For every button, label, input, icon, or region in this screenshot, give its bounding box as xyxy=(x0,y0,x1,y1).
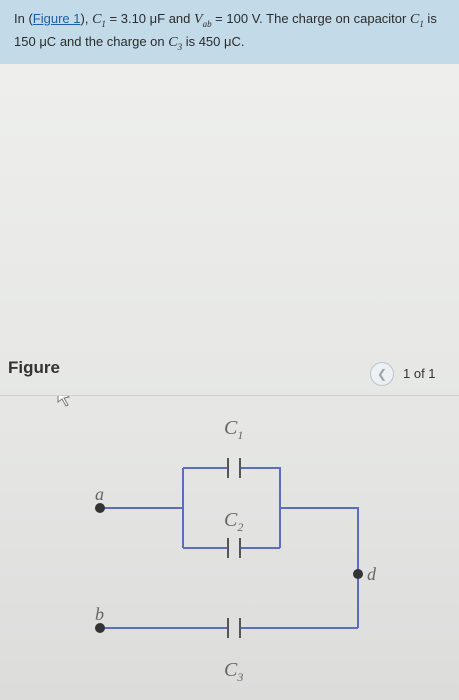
prompt-text: . The charge on capacitor xyxy=(259,11,410,26)
figure-link[interactable]: Figure 1 xyxy=(32,11,81,26)
label-a: a xyxy=(95,484,104,504)
terminal-d xyxy=(353,569,363,579)
circuit-diagram: C1 C2 C3 a b d xyxy=(57,396,377,684)
label-b: b xyxy=(95,604,104,624)
circuit-wires xyxy=(100,467,359,629)
label-c3: C3 xyxy=(224,659,243,684)
prompt-text: and the charge on xyxy=(56,33,169,49)
var-c1: C1 xyxy=(409,12,424,29)
var-vab: Vab xyxy=(194,12,212,29)
prompt-text: is 150 xyxy=(14,11,437,49)
figure-title: Figure xyxy=(8,358,60,377)
prompt-text: and xyxy=(165,11,194,26)
prompt-text: In ( xyxy=(14,11,33,26)
prompt-text: ), xyxy=(80,11,93,26)
prompt-text: . xyxy=(240,33,245,49)
unit-microcoulomb: μC xyxy=(224,33,241,49)
label-c1: C1 xyxy=(224,417,243,442)
problem-statement: In (Figure 1), C1 = 3.10 μF and Vab = 10… xyxy=(0,0,459,64)
prompt-text: = 100 xyxy=(211,11,252,26)
figure-pager: 1 of 1 xyxy=(403,366,436,381)
unit-microcoulomb: μC xyxy=(39,33,57,49)
unit-volt: V xyxy=(251,11,260,26)
capacitor-plates xyxy=(227,458,241,638)
prev-figure-button[interactable]: ❮ xyxy=(370,362,394,386)
var-c1: C1 xyxy=(92,12,106,29)
prompt-text: is 450 xyxy=(182,33,224,49)
chevron-left-icon: ❮ xyxy=(376,367,388,381)
terminal-b xyxy=(95,623,105,633)
divider xyxy=(0,395,459,396)
label-c2: C2 xyxy=(224,509,243,534)
cursor-icon xyxy=(57,396,71,407)
prompt-text: = 3.10 xyxy=(105,11,150,26)
var-c3: C3 xyxy=(168,34,183,52)
terminal-a xyxy=(95,503,105,513)
unit-microfarad: μF xyxy=(149,11,166,26)
label-d: d xyxy=(367,564,377,584)
